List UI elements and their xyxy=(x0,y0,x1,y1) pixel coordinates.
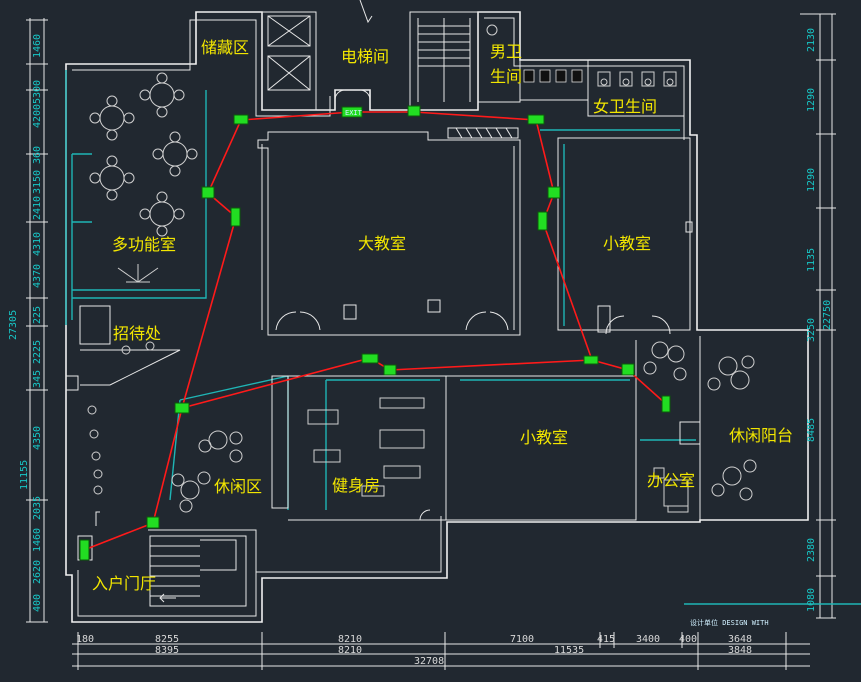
dim-left-10: 2225 xyxy=(32,340,43,364)
label-storage: 储藏区 xyxy=(201,38,249,57)
dim-left-15: 1460 xyxy=(32,528,43,552)
dim-right-3: 1290 xyxy=(806,168,817,192)
dim-bottom-7: 400 xyxy=(679,634,697,645)
dim-right-8: 1080 xyxy=(806,588,817,612)
dim-right-1: 2130 xyxy=(806,28,817,52)
label-mens-wc-2: 生间 xyxy=(490,67,522,86)
dim-bottom-8: 3648 xyxy=(728,634,752,645)
room-labels: 储藏区 电梯间 男卫 生间 女卫生间 多功能室 大教室 小教室 招待处 休闲区 … xyxy=(92,38,793,593)
big-classroom xyxy=(257,131,521,336)
dim-bottom-11: 11535 xyxy=(554,645,584,656)
dim-bottom-1: 180 xyxy=(76,634,94,645)
dim-bottom-3: 8210 xyxy=(338,634,362,645)
label-office: 办公室 xyxy=(647,471,695,490)
exit-sign-text: EXIT xyxy=(345,109,363,117)
dim-left-6: 360 xyxy=(32,146,43,164)
dim-left-12: 4350 xyxy=(32,426,43,450)
office-balcony xyxy=(635,336,757,520)
dim-bottom-5: 415 xyxy=(597,634,615,645)
label-womens-wc: 女卫生间 xyxy=(593,97,657,116)
small-classroom-b xyxy=(446,375,637,521)
label-gym: 健身房 xyxy=(332,476,380,495)
dim-left-8: 4370 xyxy=(32,264,43,288)
right-dimensions: 2130 1290 1290 1135 3250 8485 2380 1080 … xyxy=(800,13,836,619)
dim-left-3: 4200 xyxy=(32,104,43,128)
dim-left-14: 2035 xyxy=(32,496,43,520)
dim-left-2: 5300 xyxy=(32,80,43,104)
left-dimensions: 1460 5300 4200 3150 2410 360 4310 4370 2… xyxy=(8,18,48,623)
label-reception: 招待处 xyxy=(113,324,161,343)
route-markers: EXIT xyxy=(79,105,671,561)
dim-left-4: 3150 xyxy=(32,170,43,194)
dim-left-16: 2620 xyxy=(32,560,43,584)
title-block: 设计单位 DESIGN WITH xyxy=(684,603,861,627)
dim-right-7: 2380 xyxy=(806,538,817,562)
dim-left-17: 400 xyxy=(32,594,43,612)
toilets xyxy=(447,11,685,139)
dim-bottom-6: 3400 xyxy=(636,634,660,645)
dim-right-4: 1135 xyxy=(806,248,817,272)
dim-left-5: 2410 xyxy=(32,196,43,220)
entrance-hall xyxy=(77,511,257,616)
label-leisure-balcony: 休闲阳台 xyxy=(729,426,793,445)
dim-left-7: 4310 xyxy=(32,232,43,256)
label-big-classroom: 大教室 xyxy=(358,234,406,253)
dim-left-1: 1460 xyxy=(32,34,43,58)
dim-bottom-total: 32708 xyxy=(414,656,444,667)
gym xyxy=(288,375,447,521)
label-elevator: 电梯间 xyxy=(341,47,389,66)
title-block-label: 设计单位 DESIGN WITH xyxy=(690,618,769,627)
dim-right-5: 3250 xyxy=(806,318,817,342)
dim-right-2: 1290 xyxy=(806,88,817,112)
label-entrance-hall: 入户门厅 xyxy=(92,574,156,593)
dim-left-9: 225 xyxy=(32,306,43,324)
dim-bottom-4: 7100 xyxy=(510,634,534,645)
bottom-dimensions: 180 8255 8210 7100 415 3400 400 3648 839… xyxy=(72,632,810,670)
label-small-classroom-b: 小教室 xyxy=(520,428,568,447)
dim-bottom-10: 8210 xyxy=(338,645,362,656)
dim-left-total: 27305 xyxy=(8,310,19,340)
dim-bottom-2: 8255 xyxy=(155,634,179,645)
label-small-classroom-a: 小教室 xyxy=(603,234,651,253)
dim-right-total: 22750 xyxy=(822,300,833,330)
reception xyxy=(65,305,181,391)
multi-room xyxy=(65,70,207,325)
dim-bottom-9: 8395 xyxy=(155,645,179,656)
label-mens-wc-1: 男卫 xyxy=(490,42,522,61)
label-leisure-area: 休闲区 xyxy=(214,477,262,496)
dim-bottom-12: 3848 xyxy=(728,645,752,656)
dim-left-11: 345 xyxy=(32,370,43,388)
dim-left-13: 11155 xyxy=(19,460,30,490)
label-multi-room: 多功能室 xyxy=(112,235,176,254)
leisure-area xyxy=(87,375,289,513)
dim-right-6: 8485 xyxy=(806,418,817,442)
